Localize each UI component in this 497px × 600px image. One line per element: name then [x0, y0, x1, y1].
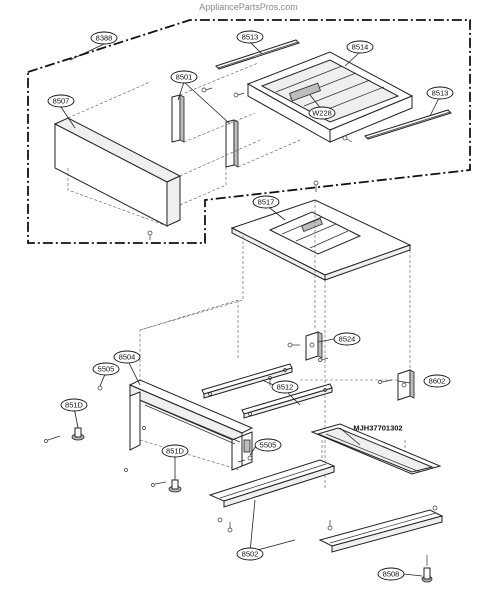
label-851d-left: 851D — [65, 401, 84, 410]
callout-8508: 8508 — [377, 567, 405, 581]
construction-lines-drawer — [67, 62, 301, 227]
callout-8602: 8602 — [423, 374, 451, 388]
label-8517: 8517 — [258, 198, 275, 207]
label-8602: 8602 — [429, 377, 446, 386]
drawer-slide-rails — [215, 39, 452, 140]
latch-bracket — [378, 369, 415, 401]
label-8524: 8524 — [339, 335, 356, 344]
front-frame — [128, 379, 254, 471]
callout-8504: 8504 — [113, 350, 141, 364]
label-8513-top: 8513 — [242, 33, 259, 42]
rear-channel — [310, 423, 442, 475]
callout-8502: 8502 — [236, 547, 264, 561]
callout-w228: W228 — [308, 106, 336, 120]
assembly-boundary — [27, 19, 471, 244]
label-5505-right: 5505 — [260, 441, 277, 450]
base-cover-panel — [230, 180, 412, 281]
callout-8513-right: 8513 — [426, 86, 454, 100]
callout-8512: 8512 — [271, 380, 299, 394]
callout-8524: 8524 — [333, 332, 361, 346]
label-8512: 8512 — [277, 383, 294, 392]
label-mjh37701302: MJH37701302 — [353, 424, 402, 433]
label-8508: 8508 — [383, 570, 400, 579]
label-8504: 8504 — [119, 353, 136, 362]
callout-8388: 8388 — [90, 31, 118, 45]
label-5505-left: 5505 — [98, 365, 115, 374]
drawer-front-panel — [53, 117, 182, 227]
callout-8517: 8517 — [252, 195, 280, 209]
callout-mjh37701302: MJH37701302 — [353, 424, 402, 433]
callout-851d-right: 851D — [161, 444, 189, 458]
callout-851d-left: 851D — [60, 398, 88, 412]
label-851d-right: 851D — [166, 447, 185, 456]
label-8501: 8501 — [176, 73, 193, 82]
side-rails — [201, 357, 333, 419]
hinge-bracket — [287, 331, 323, 361]
label-8502: 8502 — [242, 550, 259, 559]
callout-8514: 8514 — [346, 40, 374, 54]
label-8513-right: 8513 — [432, 89, 449, 98]
watermark: AppliancePartsPros.com — [199, 2, 298, 12]
callout-8507: 8507 — [47, 94, 75, 108]
drawer-box — [246, 51, 414, 143]
label-8514: 8514 — [352, 43, 369, 52]
callout-8513-top: 8513 — [236, 30, 264, 44]
label-w228: W228 — [312, 109, 332, 118]
callout-5505-right: 5505 — [254, 438, 282, 452]
callout-8501: 8501 — [170, 70, 198, 84]
bottom-rails — [208, 459, 444, 553]
callout-5505-left: 5505 — [92, 362, 120, 376]
label-8507: 8507 — [53, 97, 70, 106]
label-8388: 8388 — [96, 34, 113, 43]
